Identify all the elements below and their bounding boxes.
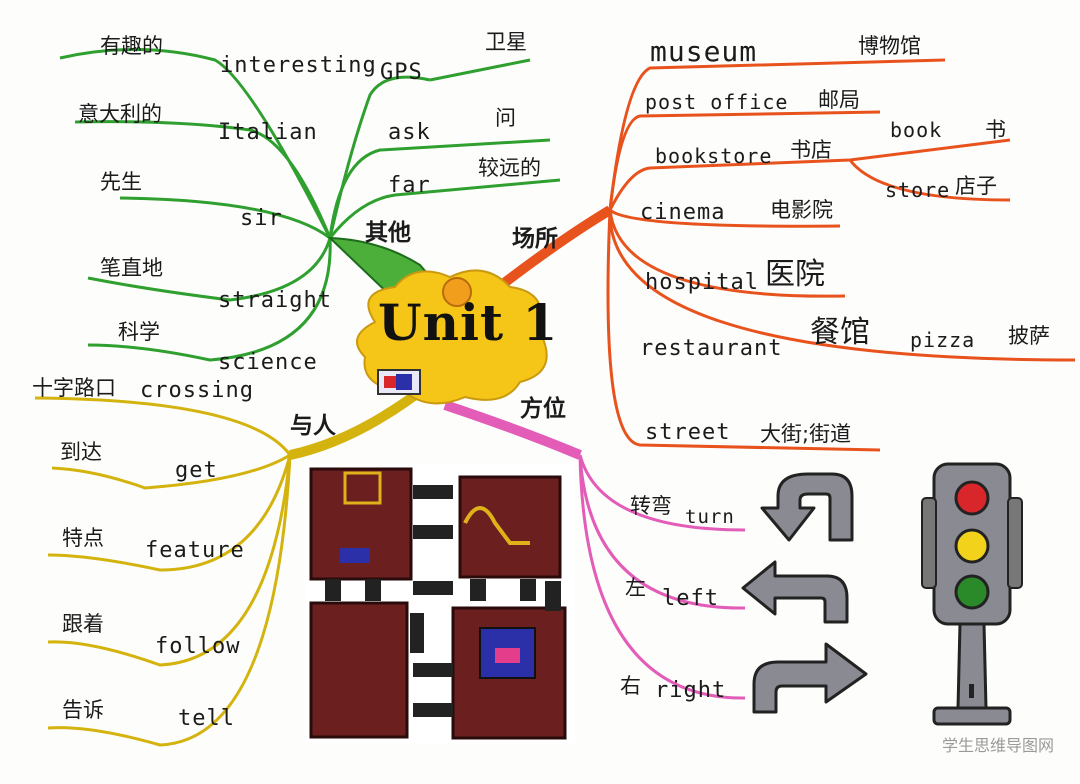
word-zh: 问 <box>495 106 516 130</box>
word-en: hospital <box>645 270 759 295</box>
word-zh: 餐馆 <box>810 315 870 350</box>
word-zh: 博物馆 <box>858 34 921 58</box>
word-en: book <box>890 118 943 142</box>
word-en: street <box>645 420 731 445</box>
category-places: 场所 <box>512 226 558 252</box>
word-zh: 邮局 <box>818 88 860 112</box>
word-en: museum <box>650 35 758 68</box>
word-en: sir <box>240 206 283 231</box>
word-en: tell <box>178 706 235 731</box>
word-en: right <box>655 678 727 703</box>
category-other: 其他 <box>365 220 411 246</box>
watermark: 学生思维导图网 <box>941 736 1054 755</box>
word-zh: 十字路口 <box>32 376 116 400</box>
word-en: GPS <box>380 60 423 85</box>
word-zh: 有趣的 <box>100 34 163 58</box>
word-en: get <box>175 458 218 483</box>
word-zh: 特点 <box>62 526 104 550</box>
center-title: Unit 1 <box>378 293 559 352</box>
word-zh: 较远的 <box>478 156 541 180</box>
word-en: feature <box>145 538 245 563</box>
word-en: left <box>662 586 719 611</box>
word-en: science <box>218 350 318 375</box>
word-zh: 卫星 <box>485 30 527 54</box>
city-map-icon <box>305 463 575 743</box>
left-arrow-icon <box>741 560 849 624</box>
traffic-light-icon <box>921 462 1023 726</box>
category-directions: 方位 <box>520 396 566 422</box>
word-zh: 书店 <box>790 138 832 162</box>
word-en: cinema <box>640 200 726 225</box>
word-zh: 披萨 <box>1008 324 1050 348</box>
word-zh: 电影院 <box>770 198 833 222</box>
word-en: interesting <box>220 53 377 78</box>
word-en: restaurant <box>640 336 783 361</box>
right-arrow-icon <box>752 642 868 714</box>
word-zh: 左 <box>625 576 646 600</box>
word-zh: 转弯 <box>630 494 672 518</box>
word-en: pizza <box>910 328 976 352</box>
word-zh: 右 <box>620 674 641 698</box>
word-zh: 店子 <box>955 174 997 198</box>
word-zh: 科学 <box>118 320 160 344</box>
word-en: Italian <box>218 120 318 145</box>
word-zh: 医院 <box>765 257 825 292</box>
word-zh: 先生 <box>100 170 142 194</box>
word-zh: 告诉 <box>62 698 104 722</box>
turn-arrow-icon <box>760 472 854 542</box>
word-zh: 意大利的 <box>78 102 162 126</box>
word-en: turn <box>685 506 735 528</box>
word-en: straight <box>218 288 332 313</box>
word-en: ask <box>388 120 431 145</box>
word-zh: 到达 <box>60 440 102 464</box>
word-en: store <box>885 178 951 202</box>
word-zh: 笔直地 <box>100 256 163 280</box>
word-zh: 书 <box>985 118 1006 142</box>
category-people: 与人 <box>290 413 336 439</box>
word-en: crossing <box>140 378 254 403</box>
map-icon <box>377 369 421 395</box>
word-zh: 跟着 <box>62 612 104 636</box>
word-zh: 大街;街道 <box>760 422 852 446</box>
word-en: follow <box>155 634 241 659</box>
word-en: bookstore <box>655 144 773 168</box>
word-en: far <box>388 173 431 198</box>
word-en: post office <box>645 90 789 114</box>
